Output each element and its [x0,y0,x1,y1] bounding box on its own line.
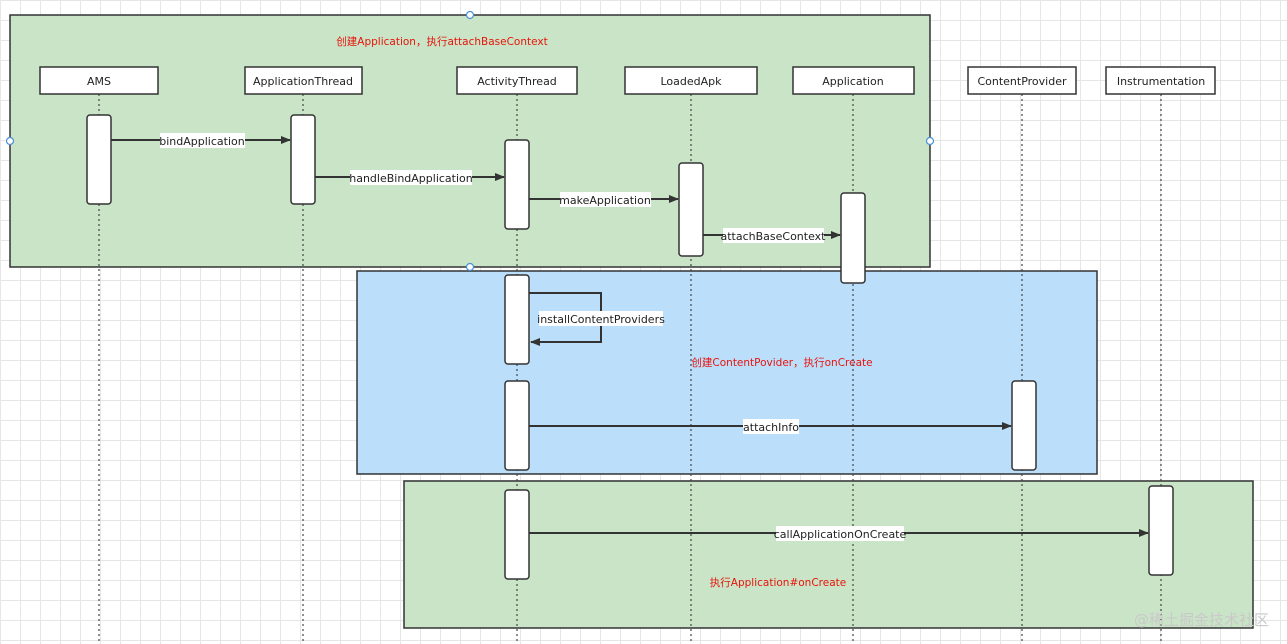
message-bind-application-label-bg [160,133,245,148]
participant-activity-thread-label: ActivityThread [477,75,557,88]
activation-activity-thread-3[interactable] [504,380,530,471]
selection-handle-bottom[interactable] [465,262,475,272]
participant-application-thread-label: ApplicationThread [253,75,353,88]
participant-ams-label: AMS [87,75,111,88]
message-attach-info-label-bg [743,419,799,434]
participant-instrumentation-label: Instrumentation [1117,75,1205,88]
participant-application-box[interactable] [792,66,915,95]
participant-content-provider-box[interactable] [967,66,1077,95]
activation-loaded-apk[interactable] [678,162,704,257]
activation-activity-thread-4[interactable] [504,489,530,580]
message-call-application-on-create-label: callApplicationOnCreate [774,528,907,541]
message-attach-base-context-label-bg [723,228,824,243]
message-call-application-on-create-label-bg [776,526,904,541]
participant-loaded-apk-label: LoadedApk [660,75,722,88]
activation-activity-thread-1[interactable] [504,139,530,230]
participant-ams-box[interactable] [39,66,159,95]
watermark: @稀土掘金技术社区 [1133,611,1269,629]
message-install-content-providers-label-bg [539,311,663,326]
activation-instrumentation[interactable] [1148,485,1174,576]
participant-content-provider-label: ContentProvider [977,75,1067,88]
activation-application-thread[interactable] [290,114,316,205]
participant-application-thread-box[interactable] [244,66,363,95]
region-note-create-content-provider: 创建ContentPovider，执行onCreate [691,356,872,369]
region-note-application-oncreate: 执行Application#onCreate [710,576,846,589]
region-note-create-application: 创建Application，执行attachBaseContext [336,35,547,48]
activation-content-provider[interactable] [1011,380,1037,471]
message-bind-application-label: bindApplication [159,135,244,148]
message-handle-bind-application-label-bg [350,170,472,185]
participant-loaded-apk-box[interactable] [624,66,758,95]
selection-handle-left[interactable] [5,136,15,146]
region-application-oncreate [403,480,1254,629]
selection-handle-top[interactable] [465,10,475,20]
activation-application[interactable] [840,192,866,284]
message-make-application-label-bg [560,192,651,207]
region-create-content-provider [356,270,1098,475]
message-install-content-providers-label: installContentProviders [537,313,665,326]
message-attach-base-context-label: attachBaseContext [720,230,826,243]
message-handle-bind-application-label: handleBindApplication [349,172,473,185]
participant-activity-thread-box[interactable] [456,66,578,95]
message-make-application-label: makeApplication [559,194,651,207]
message-attach-info-label: attachInfo [743,421,799,434]
participant-instrumentation-box[interactable] [1105,66,1216,95]
selection-handle-right[interactable] [925,136,935,146]
activation-ams[interactable] [86,114,112,205]
activation-activity-thread-2[interactable] [504,274,530,365]
participant-application-label: Application [822,75,883,88]
